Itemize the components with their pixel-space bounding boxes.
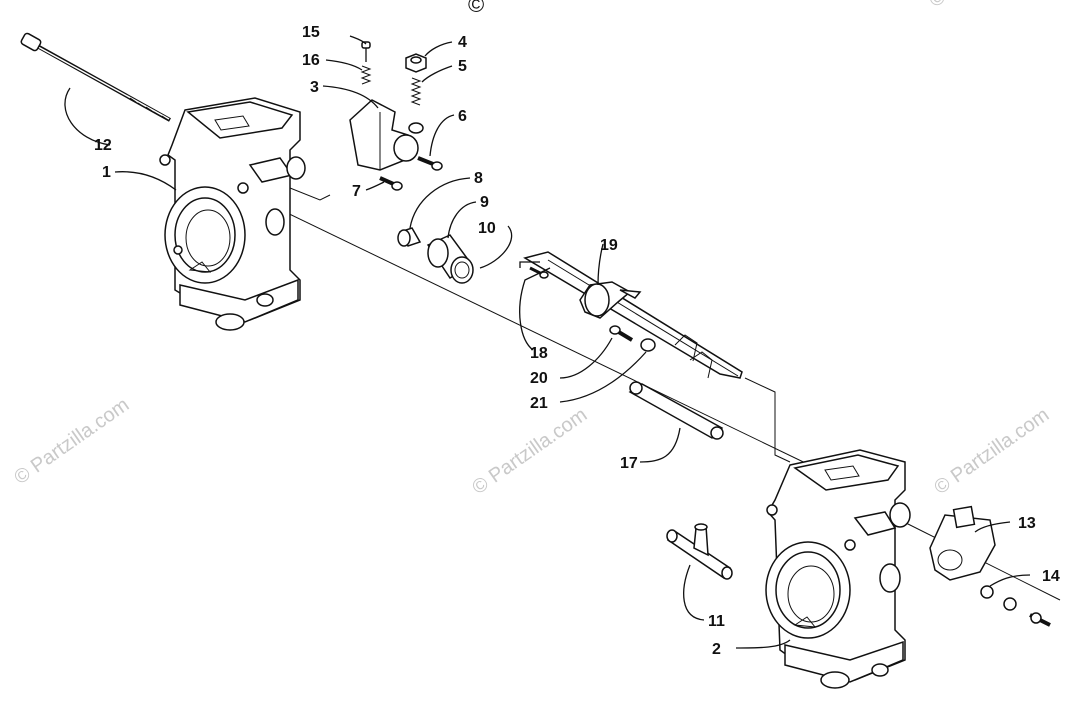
callout-12: 12	[94, 137, 112, 154]
bracket-part	[349, 99, 419, 171]
leader-line-8	[409, 177, 471, 229]
callout-21: 21	[530, 395, 548, 412]
callout-10: 10	[478, 220, 496, 237]
leader-line-2	[735, 639, 791, 649]
callout-14: 14	[1042, 568, 1060, 585]
throttle-shaft-19-part	[523, 251, 743, 379]
callout-9: 9	[480, 194, 489, 211]
leader-line-10	[479, 225, 513, 269]
callout-16: 16	[302, 52, 320, 69]
leader-line-21	[559, 351, 647, 403]
screw-6-part	[417, 156, 443, 171]
screw-7-part	[379, 176, 403, 191]
screw-20-part	[609, 325, 634, 342]
throttle-sensor-13-part	[929, 505, 996, 581]
copyright-mark: ©	[468, 0, 484, 17]
long-bolt-part	[20, 32, 171, 122]
callout-7: 7	[352, 183, 361, 200]
leader-line-18	[519, 267, 551, 351]
washer-part	[408, 122, 424, 134]
callout-18: 18	[530, 345, 548, 362]
callout-2: 2	[712, 641, 721, 658]
callout-1: 1	[102, 164, 111, 181]
callout-13: 13	[1018, 515, 1036, 532]
watermark-center: © Partzilla.com	[468, 404, 591, 499]
callout-20: 20	[530, 370, 548, 387]
callout-3: 3	[310, 79, 319, 96]
leader-line-19	[597, 243, 604, 286]
left-carburetor-part	[159, 97, 306, 331]
callout-8: 8	[474, 170, 483, 187]
screw-5-part	[410, 77, 422, 106]
leader-line-5	[421, 65, 453, 83]
nut-4-part	[405, 53, 427, 73]
callout-11: 11	[708, 613, 725, 630]
callout-15: 15	[302, 24, 320, 41]
watermark-right: © Partzilla.com	[930, 404, 1053, 499]
leader-line-9	[447, 201, 477, 239]
leader-line-20	[559, 337, 613, 379]
leader-line-17	[639, 427, 681, 463]
leader-line-13	[974, 521, 1011, 533]
washer-21-part	[640, 338, 656, 352]
screw-18-part	[529, 266, 549, 279]
leader-line-14	[989, 574, 1031, 587]
sleeve-9-part	[426, 234, 474, 284]
t-fitting-11-part	[666, 523, 733, 580]
leader-line-3	[322, 85, 379, 109]
leader-line-15	[349, 35, 367, 45]
watermark-left: © Partzilla.com	[10, 394, 133, 489]
assembly-axis-line	[249, 194, 821, 471]
leader-line-16	[325, 59, 363, 71]
bushing-8-part	[397, 227, 422, 247]
leader-line-1	[114, 171, 177, 191]
leader-line-11	[683, 564, 705, 621]
callout-19: 19	[600, 237, 618, 254]
callout-17: 17	[620, 455, 638, 472]
screw-15-part	[361, 41, 371, 62]
leader-line-12	[64, 87, 111, 146]
leader-line-6	[429, 114, 455, 157]
callout-5: 5	[458, 58, 467, 75]
screw-14-part	[980, 585, 1051, 627]
leader-line-4	[424, 41, 453, 57]
leader-line-7	[365, 181, 385, 191]
shaft-axis-line	[744, 377, 791, 463]
tube-17-part	[628, 381, 724, 440]
callout-4: 4	[458, 34, 467, 51]
watermark-top-right: © Partzilla.com	[925, 0, 1048, 12]
callout-6: 6	[458, 108, 467, 125]
right-carburetor-part	[765, 449, 911, 689]
leader-bracket-18	[519, 261, 540, 268]
spring-16-part	[360, 65, 372, 85]
